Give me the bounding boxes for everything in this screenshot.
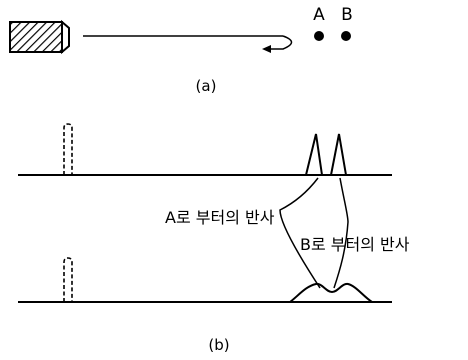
target-a-dot <box>314 31 324 41</box>
transducer-probe <box>9 19 70 55</box>
leader-lines <box>279 177 349 289</box>
echo-b-caption: B로 부터의 반사 <box>300 235 410 254</box>
leader-a <box>279 177 321 289</box>
echo-a-caption: A로 부터의 반사 <box>165 208 275 227</box>
trace-unresolved <box>18 257 392 303</box>
transmit-pulse-lower <box>63 257 73 302</box>
ultrasound-beam-arrow <box>83 35 293 53</box>
panel-a: A B (a) <box>9 5 353 95</box>
trace-resolved <box>18 123 392 176</box>
panel-a-label: (a) <box>196 77 217 95</box>
transmit-pulse-upper <box>63 123 73 175</box>
panel-b-label: (b) <box>208 336 229 354</box>
echo-peak-a <box>305 133 323 176</box>
leader-b <box>333 177 349 289</box>
target-b-dot <box>341 31 351 41</box>
target-a-label: A <box>313 5 325 25</box>
echo-peak-b <box>330 133 347 176</box>
target-b-label: B <box>341 5 353 25</box>
merged-echo <box>289 282 373 303</box>
